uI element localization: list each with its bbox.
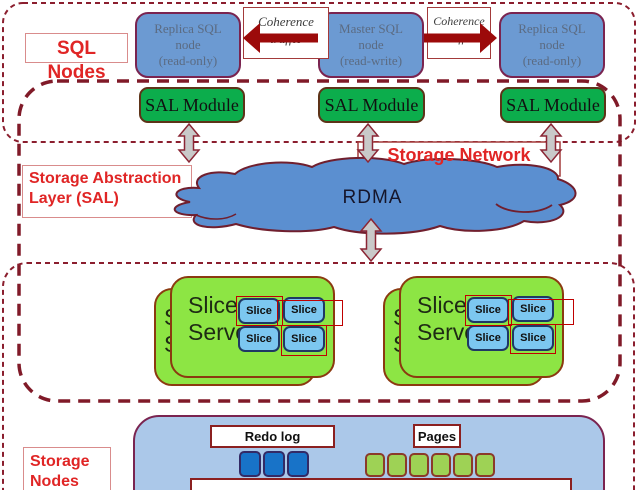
node-line: Replica SQL xyxy=(154,21,222,36)
storage-inner-box xyxy=(190,478,572,490)
slice-box: Slice xyxy=(238,298,280,324)
double-arrow-icon xyxy=(356,122,380,164)
sal-region-outline xyxy=(17,79,622,403)
rdma-cloud xyxy=(174,157,577,235)
redo-log-block xyxy=(239,451,261,477)
slice-box: Slice xyxy=(512,296,554,322)
coherence-arrow-left-icon xyxy=(243,23,318,53)
cloud-curl-detail xyxy=(495,203,553,213)
page-block xyxy=(453,453,473,477)
slice-highlight-rect xyxy=(281,325,327,356)
slice-highlight-rect xyxy=(465,295,512,326)
slice-box: Slice xyxy=(512,325,554,351)
sql-nodes-region-label: SQL Nodes xyxy=(25,33,128,83)
sal-region-label: Storage Abstraction Layer (SAL) xyxy=(22,165,192,218)
slice-highlight-rect xyxy=(236,296,283,326)
slice-box: Slice xyxy=(467,325,509,351)
double-arrow-icon xyxy=(359,217,383,263)
node-line: (read-write) xyxy=(339,53,403,68)
storage-network-label: Storage Network xyxy=(387,145,531,165)
redo-log-label: Redo log xyxy=(210,425,335,448)
node-line: node xyxy=(539,37,565,52)
page-block xyxy=(475,453,495,477)
replica-sql-node-left: Replica SQL node (read-only) xyxy=(135,12,241,78)
storage-nodes-region-label: Storage Nodes xyxy=(23,447,111,490)
sal-module-left: SAL Module xyxy=(139,87,245,123)
master-sql-node: Master SQL node (read-write) xyxy=(318,12,424,78)
coherence-arrow-right-icon xyxy=(424,23,497,53)
replica-sql-node-right: Replica SQL node (read-only) xyxy=(499,12,605,78)
slice-box: Slice xyxy=(467,297,509,323)
sal-module-middle: SAL Module xyxy=(318,87,425,123)
redo-log-block xyxy=(263,451,285,477)
node-line: (read-only) xyxy=(522,53,582,68)
sql-nodes-region-outline xyxy=(2,2,636,143)
node-line: Master SQL xyxy=(339,21,403,36)
page-block xyxy=(365,453,385,477)
slice-box: Slice xyxy=(283,297,325,323)
node-line: node xyxy=(175,37,201,52)
storage-nodes-region-outline xyxy=(2,262,635,490)
page-block xyxy=(409,453,429,477)
double-arrow-icon xyxy=(177,122,201,164)
cloud-curl-detail xyxy=(195,213,237,220)
page-block xyxy=(387,453,407,477)
slice-highlight-rect xyxy=(510,324,556,354)
slice-box: Slice xyxy=(238,326,280,352)
slice-box: Slice xyxy=(283,326,325,352)
sal-module-right: SAL Module xyxy=(500,87,606,123)
redo-log-block xyxy=(287,451,309,477)
rdma-label: RDMA xyxy=(342,187,403,208)
node-line: (read-only) xyxy=(158,53,218,68)
node-line: Replica SQL xyxy=(518,21,586,36)
page-block xyxy=(431,453,451,477)
pages-label: Pages xyxy=(413,424,461,448)
double-arrow-icon xyxy=(539,122,563,164)
node-line: node xyxy=(358,37,384,52)
